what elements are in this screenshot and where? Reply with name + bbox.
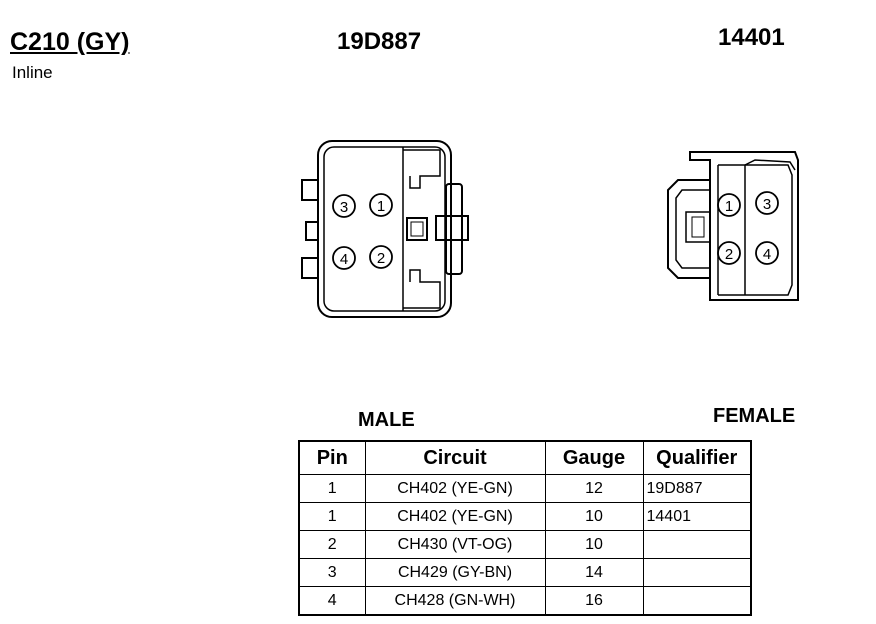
gauge-cell: 10 (544, 530, 644, 559)
female-pin-label: 3 (763, 196, 771, 213)
male-latch-tab (435, 215, 469, 241)
male-cavity-4: 4 (332, 246, 356, 270)
pin-cell: 1 (298, 502, 366, 531)
male-side-tab-mid (305, 221, 319, 241)
male-cavity-3: 3 (332, 194, 356, 218)
female-view-label: FEMALE (713, 405, 796, 427)
circuit-cell: CH429 (GY-BN) (364, 558, 546, 587)
connector-location: Inline (12, 63, 53, 82)
circuit-cell: CH428 (GN-WH) (364, 586, 546, 616)
table-row: 1 CH402 (YE-GN) 10 14401 (298, 502, 752, 531)
circuit-cell: CH402 (YE-GN) (364, 474, 546, 503)
female-pin-label: 1 (725, 198, 733, 215)
male-latch (445, 183, 463, 275)
qualifier-cell (642, 586, 752, 616)
male-pin-label: 2 (377, 250, 385, 267)
qualifier-cell (642, 530, 752, 559)
gauge-cell: 16 (544, 586, 644, 616)
female-key (685, 211, 711, 243)
pin-cell: 1 (298, 474, 366, 503)
male-cavity-2: 2 (369, 245, 393, 269)
female-cavity-1: 1 (717, 193, 741, 217)
connector-id: C210 (GY) (10, 28, 130, 56)
gauge-cell: 12 (544, 474, 644, 503)
female-pin-label: 2 (725, 246, 733, 263)
table-row: 3 CH429 (GY-BN) 14 (298, 558, 752, 587)
female-cavity-4: 4 (755, 241, 779, 265)
table-row: 4 CH428 (GN-WH) 16 (298, 586, 752, 616)
male-housing-outer (317, 140, 452, 318)
gauge-cell: 10 (544, 502, 644, 531)
female-pin-label: 4 (763, 246, 771, 263)
column-header-qualifier: Qualifier (642, 440, 752, 475)
male-pin-label: 3 (340, 199, 348, 216)
pin-cell: 3 (298, 558, 366, 587)
table-row: 2 CH430 (VT-OG) 10 (298, 530, 752, 559)
female-cavity-2: 2 (717, 241, 741, 265)
table-row: 1 CH402 (YE-GN) 12 19D887 (298, 474, 752, 503)
pin-cell: 2 (298, 530, 366, 559)
female-part-number: 14401 (718, 24, 785, 51)
male-pin-label: 4 (340, 251, 348, 268)
male-view-label: MALE (358, 409, 415, 431)
qualifier-cell (642, 558, 752, 587)
male-cavity-1: 1 (369, 193, 393, 217)
gauge-cell: 14 (544, 558, 644, 587)
column-header-gauge: Gauge (544, 440, 644, 475)
female-latch (667, 179, 710, 279)
female-connector-face (667, 151, 799, 301)
qualifier-cell: 19D887 (642, 474, 752, 503)
female-cavity-3: 3 (755, 191, 779, 215)
column-header-circuit: Circuit (364, 440, 546, 475)
column-header-pin: Pin (298, 440, 366, 475)
pinout-table: Pin Circuit Gauge Qualifier 1 CH402 (YE-… (298, 440, 752, 616)
male-key (406, 217, 428, 241)
qualifier-cell: 14401 (642, 502, 752, 531)
male-pin-label: 1 (377, 198, 385, 215)
male-part-number: 19D887 (337, 28, 422, 55)
female-housing (689, 151, 799, 301)
circuit-cell: CH430 (VT-OG) (364, 530, 546, 559)
table-header-row: Pin Circuit Gauge Qualifier (298, 440, 752, 475)
male-side-tab-top (301, 179, 319, 201)
male-side-tab-bottom (301, 257, 319, 279)
male-connector-face (301, 140, 469, 318)
circuit-cell: CH402 (YE-GN) (364, 502, 546, 531)
pin-cell: 4 (298, 586, 366, 616)
